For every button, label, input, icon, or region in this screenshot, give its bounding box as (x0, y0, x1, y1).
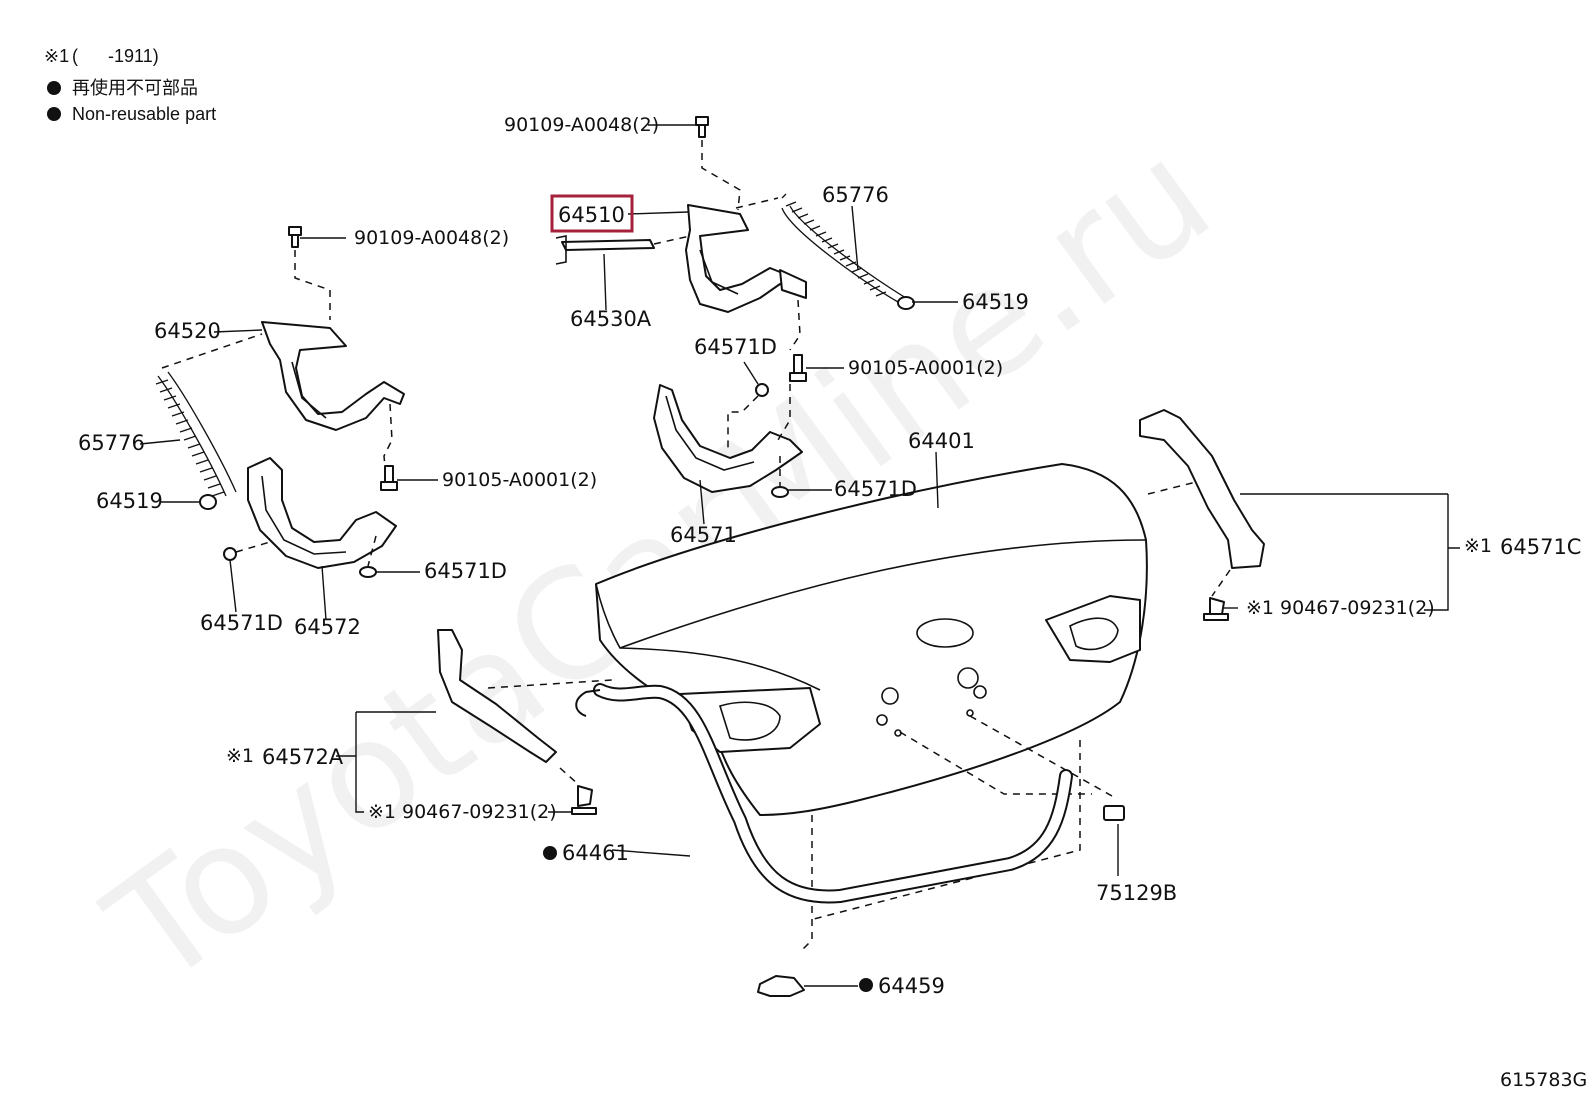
part-label-64571C[interactable]: 64571C (1500, 535, 1581, 559)
hinge-64520-shape[interactable] (261, 321, 405, 431)
clip-64571D-a-shape[interactable] (755, 383, 769, 397)
leader-lines (139, 124, 1460, 987)
part-label-64571[interactable]: 64571 (670, 523, 737, 547)
bolt-icon[interactable] (380, 465, 398, 491)
part-label-64519-left[interactable]: 64519 (96, 489, 163, 513)
part-label-64572[interactable]: 64572 (294, 615, 361, 639)
side-trim-64571C-shape[interactable] (1139, 409, 1265, 569)
clip-90467-right-icon[interactable] (1203, 597, 1229, 621)
part-label-64519-right[interactable]: 64519 (962, 290, 1029, 314)
diagram-code: 615783G (1500, 1069, 1587, 1091)
part-note-mark-90467-right: ※1 (1246, 597, 1274, 619)
part-label-90109-A0048-top[interactable]: 90109-A0048(2) (504, 114, 659, 136)
part-labels: 90109-A0048(2) 64510 65776 64530A 64519 … (78, 114, 1587, 1091)
selected-part-highlight (550, 194, 634, 233)
non-reusable-bullet-icon (47, 81, 61, 95)
hinge-trim-64571-shape[interactable] (653, 384, 803, 493)
part-label-64572A[interactable]: 64572A (262, 745, 344, 769)
part-label-64520[interactable]: 64520 (154, 319, 221, 343)
part-note-mark-64571C: ※1 (1464, 535, 1492, 557)
part-note-mark-90467-left: ※1 (368, 801, 396, 823)
part-label-64459[interactable]: 64459 (878, 974, 945, 998)
non-reusable-bullet-icon (543, 846, 557, 860)
bolt-icon[interactable] (288, 226, 302, 248)
part-label-64571D-d[interactable]: 64571D (424, 559, 507, 583)
spring-65776-left-shape[interactable] (155, 371, 237, 497)
hinge-assembly-left (155, 226, 405, 578)
legend-note-mark: ※1 (44, 46, 69, 66)
hinge-assembly-right (555, 116, 915, 498)
legend-non-reusable-en: Non-reusable part (72, 104, 216, 124)
clip-64571D-d-shape[interactable] (359, 566, 377, 578)
weatherstrip-inner (595, 685, 1071, 902)
trunk-lid-64401[interactable] (595, 463, 1148, 816)
spring-cap-64519-right-shape[interactable] (897, 296, 915, 310)
part-label-90467-09231-right[interactable]: 90467-09231(2) (1280, 597, 1435, 619)
legend-non-reusable-jp: 再使用不可部品 (72, 78, 198, 98)
part-note-mark-64572A: ※1 (226, 745, 254, 767)
non-reusable-bullet-icon (47, 107, 61, 121)
bolt-icon[interactable] (789, 354, 807, 382)
non-reusable-bullet-icon (859, 978, 873, 992)
spring-65776-right-shape[interactable] (781, 193, 907, 303)
part-label-75129B[interactable]: 75129B (1096, 881, 1177, 905)
part-label-64510[interactable]: 64510 (558, 203, 625, 227)
part-label-90105-A0001-right[interactable]: 90105-A0001(2) (848, 357, 1003, 379)
part-label-64461[interactable]: 64461 (562, 841, 629, 865)
clip-90467-left-icon[interactable] (571, 785, 597, 815)
part-label-90467-09231-left[interactable]: 90467-09231(2) (402, 801, 557, 823)
legend: ※1 ( -1911) 再使用不可部品 Non-reusable part (44, 46, 216, 124)
part-label-90105-A0001-left[interactable]: 90105-A0001(2) (442, 469, 597, 491)
part-label-64530A[interactable]: 64530A (570, 307, 652, 331)
part-label-64571D-c[interactable]: 64571D (200, 611, 283, 635)
part-label-64571D-b[interactable]: 64571D (834, 477, 917, 501)
bumper-64459-shape[interactable] (757, 975, 805, 997)
clip-64571D-b-shape[interactable] (771, 486, 789, 498)
part-label-64401[interactable]: 64401 (908, 429, 975, 453)
clip-64571D-c-shape[interactable] (223, 547, 237, 561)
legend-note-range: ( -1911) (72, 46, 159, 66)
plug-75129B-shape[interactable] (1103, 805, 1125, 821)
hinge-trim-64572-shape[interactable] (247, 457, 397, 569)
side-trim-64572A-shape[interactable] (437, 629, 557, 763)
bolt-icon[interactable] (695, 116, 709, 138)
part-label-65776-right[interactable]: 65776 (822, 183, 889, 207)
spring-cap-64519-left-shape[interactable] (199, 494, 217, 510)
part-label-64571D-a[interactable]: 64571D (694, 335, 777, 359)
part-label-90109-A0048-left[interactable]: 90109-A0048(2) (354, 227, 509, 249)
torsion-rod-64530A-shape[interactable] (561, 239, 655, 251)
part-label-65776-left[interactable]: 65776 (78, 431, 145, 455)
